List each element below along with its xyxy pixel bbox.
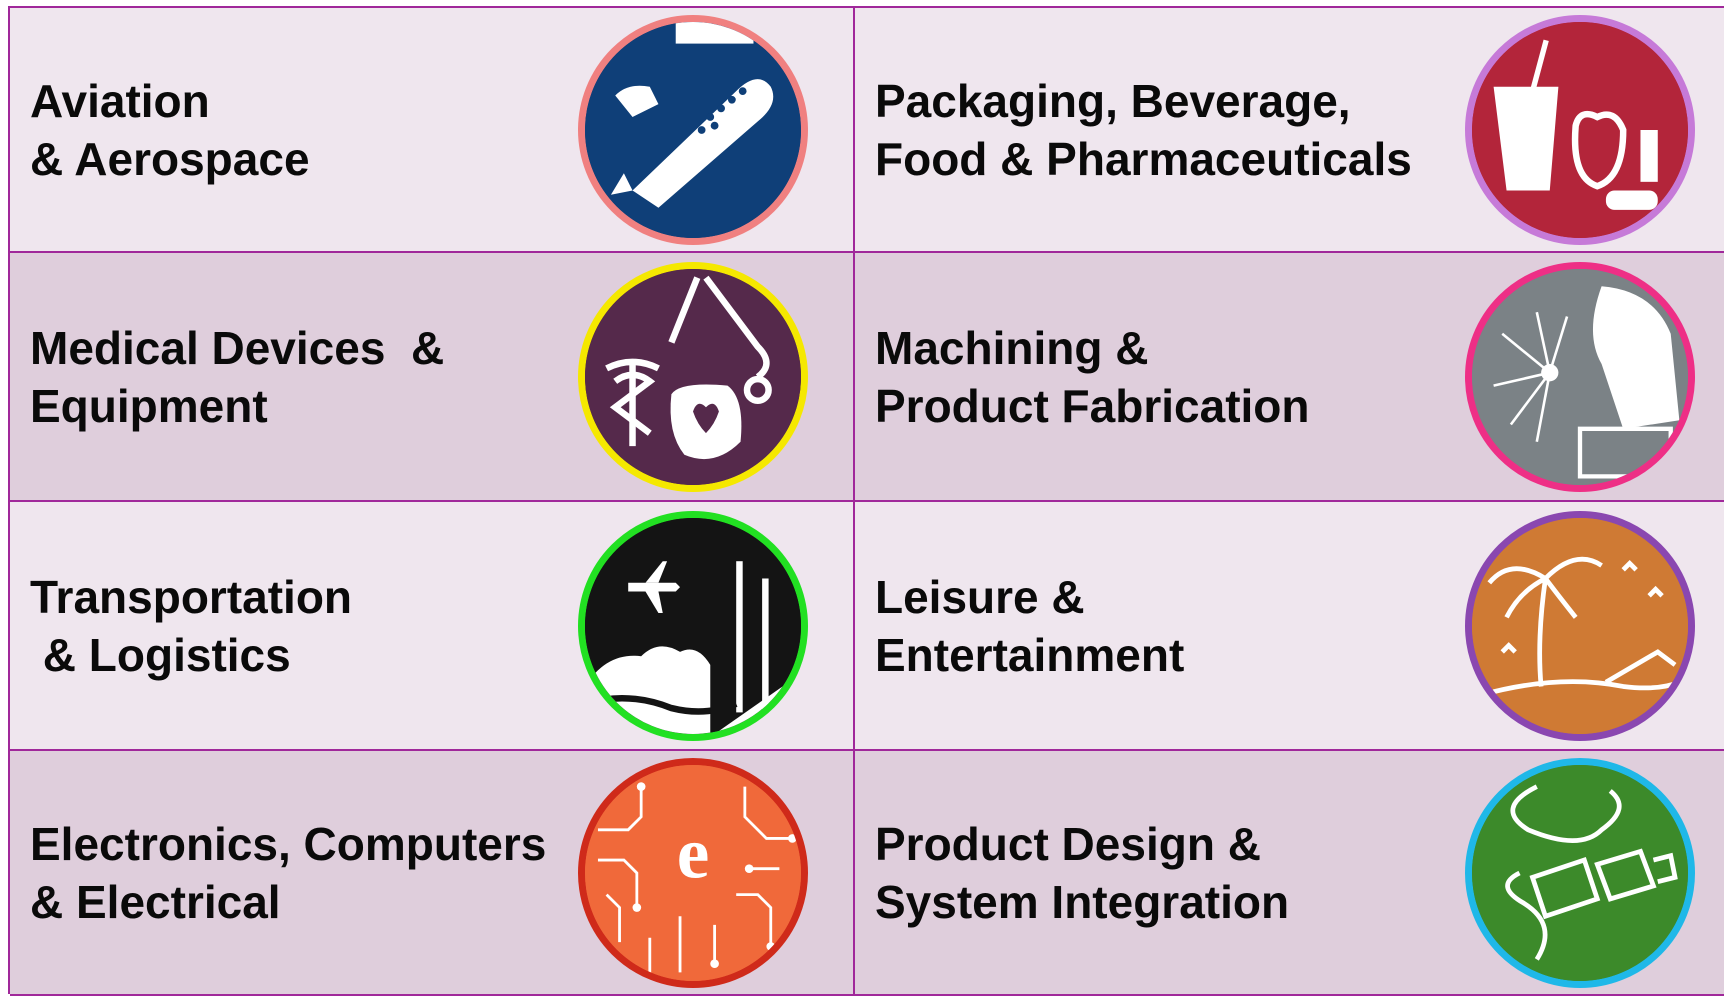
palm-tree-icon — [1465, 510, 1695, 741]
industry-tile-transportation[interactable]: Transportation & Logistics — [10, 502, 855, 751]
industry-label: Leisure & Entertainment — [875, 570, 1185, 681]
plane-bridge-icon — [578, 510, 808, 741]
caduceus-icon — [578, 261, 808, 492]
apple-cup-icon — [1465, 14, 1695, 245]
circuit-icon: e — [578, 757, 808, 988]
welder-icon — [1465, 261, 1695, 492]
svg-text:e: e — [677, 812, 710, 893]
industry-label: Aviation & Aerospace — [30, 74, 310, 185]
industry-tile-leisure[interactable]: Leisure & Entertainment — [855, 502, 1724, 751]
usb-plug-icon — [1465, 757, 1695, 988]
industry-tile-electronics[interactable]: Electronics, Computers & Electrical e — [10, 751, 855, 996]
industry-tile-aviation[interactable]: Aviation & Aerospace — [10, 8, 855, 253]
industry-label: Electronics, Computers & Electrical — [30, 817, 547, 928]
industry-tile-medical[interactable]: Medical Devices & Equipment — [10, 253, 855, 502]
industry-label: Product Design & System Integration — [875, 817, 1290, 928]
industry-tile-machining[interactable]: Machining & Product Fabrication — [855, 253, 1724, 502]
industry-grid: Aviation & Aerospace Packaging, Beverage… — [8, 6, 1724, 996]
industry-tile-product-design[interactable]: Product Design & System Integration — [855, 751, 1724, 996]
industry-label: Machining & Product Fabrication — [875, 321, 1310, 432]
airplane-icon — [578, 14, 808, 245]
industry-label: Medical Devices & Equipment — [30, 321, 445, 432]
industry-tile-packaging[interactable]: Packaging, Beverage, Food & Pharmaceutic… — [855, 8, 1724, 253]
industry-label: Packaging, Beverage, Food & Pharmaceutic… — [875, 74, 1412, 185]
industry-label: Transportation & Logistics — [30, 570, 353, 681]
